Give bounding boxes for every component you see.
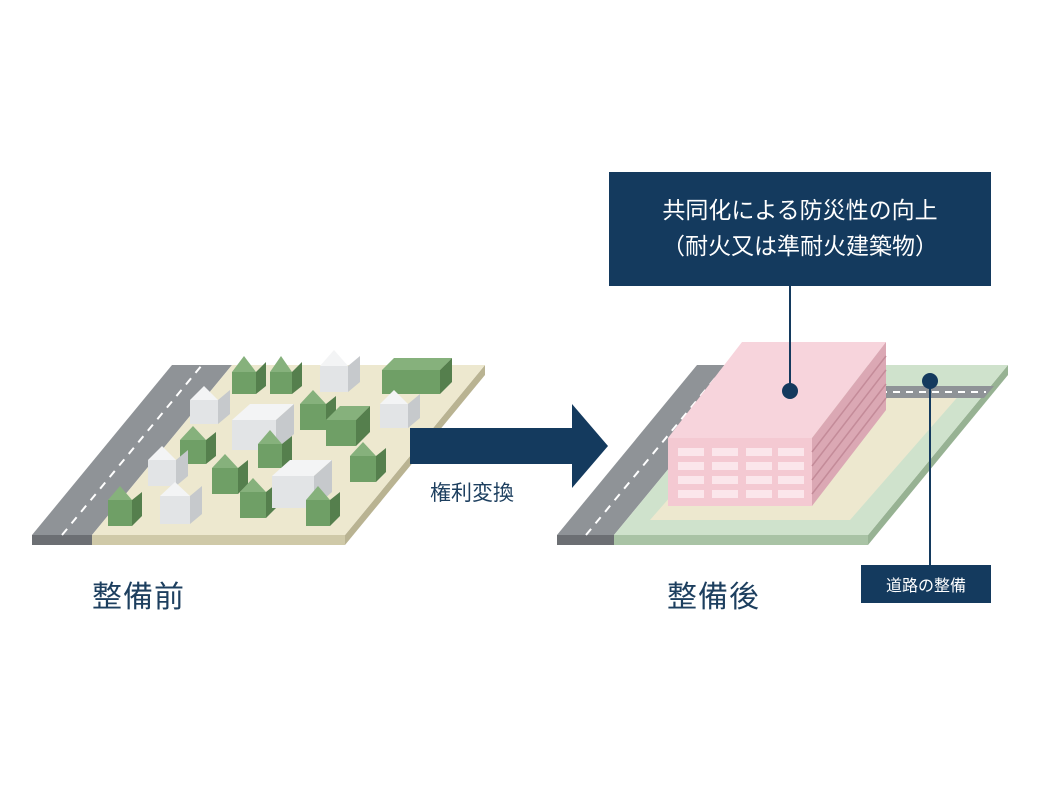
- road-improvement-tag: 道路の整備: [861, 565, 991, 603]
- house: [326, 406, 370, 446]
- house: [272, 460, 332, 508]
- house: [190, 386, 230, 424]
- house: [108, 486, 142, 526]
- road-marker-dot: [922, 373, 938, 389]
- after-road-side: [557, 535, 614, 545]
- before-road-side: [32, 535, 92, 545]
- building-roof: [668, 342, 886, 438]
- before-road-centerline: [61, 364, 203, 536]
- after-ground-right-side: [868, 365, 1008, 545]
- building-side: [812, 342, 886, 506]
- before-ground-side: [92, 535, 345, 545]
- house: [160, 482, 202, 524]
- before-site: [32, 350, 485, 545]
- house: [232, 356, 266, 394]
- callout-line-1: 共同化による防災性の向上: [662, 198, 938, 224]
- house: [382, 358, 452, 394]
- house: [258, 430, 292, 468]
- house: [148, 446, 188, 486]
- after-site: [557, 286, 1008, 565]
- house-cluster: [108, 350, 452, 526]
- after-label: 整備後: [667, 580, 760, 615]
- house: [350, 442, 386, 482]
- house: [270, 356, 302, 394]
- house: [320, 350, 360, 392]
- callout-line-2: （耐火又は準耐火建築物）: [662, 234, 938, 260]
- pink-building: [668, 342, 887, 506]
- transformation-arrow: [410, 404, 608, 488]
- fire-safety-callout: 共同化による防災性の向上 （耐火又は準耐火建築物）: [609, 172, 991, 286]
- house: [212, 454, 248, 494]
- arrow-label: 権利変換: [430, 481, 514, 505]
- building-marker-dot: [782, 383, 798, 399]
- before-label: 整備前: [92, 580, 185, 615]
- after-ground-side: [614, 535, 868, 545]
- house: [306, 486, 340, 526]
- house: [380, 390, 420, 428]
